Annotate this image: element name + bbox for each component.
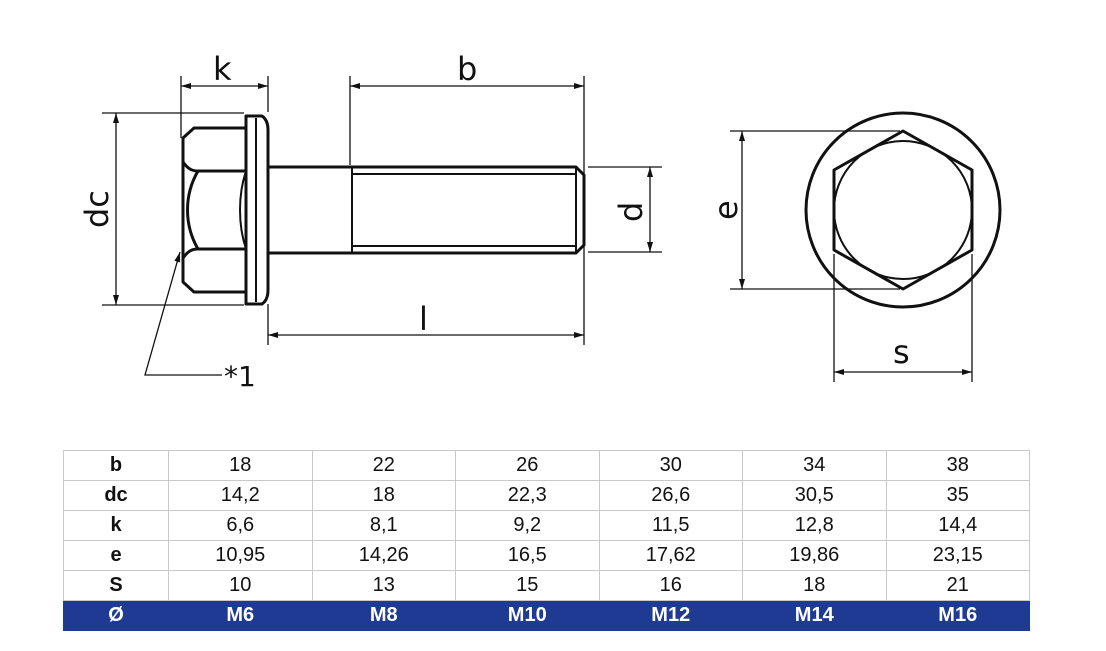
row-label: S bbox=[63, 570, 169, 601]
table-cell: 34 bbox=[742, 450, 887, 481]
table-cell: 23,15 bbox=[885, 540, 1030, 571]
table-cell: M10 bbox=[455, 600, 600, 631]
flange-outline bbox=[244, 114, 270, 306]
table-cell: 14,2 bbox=[168, 480, 313, 511]
table-cell: 16,5 bbox=[455, 540, 600, 571]
table-cell: 26,6 bbox=[598, 480, 743, 511]
technical-drawing: k b l dc d *1 e s bbox=[78, 50, 1002, 393]
label-b: b bbox=[457, 50, 477, 88]
row-label: dc bbox=[63, 480, 169, 511]
extension-lines bbox=[102, 76, 662, 345]
table-cell: 16 bbox=[598, 570, 743, 601]
hex-head-curve-left bbox=[186, 170, 200, 250]
note-leader-line bbox=[144, 251, 222, 376]
table-cell: 13 bbox=[311, 570, 456, 601]
table-cell: 15 bbox=[455, 570, 600, 601]
bolt-side-view bbox=[181, 114, 586, 306]
table-cell: 30,5 bbox=[742, 480, 887, 511]
row-label: b bbox=[63, 450, 169, 481]
row-label: Ø bbox=[63, 600, 169, 631]
hex-head-face-top bbox=[181, 161, 246, 173]
label-k: k bbox=[213, 50, 232, 88]
table-cell: 9,2 bbox=[455, 510, 600, 541]
label-dc: dc bbox=[78, 190, 116, 228]
table-cell: M14 bbox=[742, 600, 887, 631]
bolt-top-view bbox=[804, 111, 1002, 309]
table-cell: 18 bbox=[311, 480, 456, 511]
table-cell: 12,8 bbox=[742, 510, 887, 541]
hexagon-outline bbox=[832, 129, 974, 291]
top-view-extension-lines bbox=[730, 130, 973, 382]
table-cell: 11,5 bbox=[598, 510, 743, 541]
table-cell: 8,1 bbox=[311, 510, 456, 541]
table-cell: 22 bbox=[311, 450, 456, 481]
table-cell: 18 bbox=[742, 570, 887, 601]
hex-head-curve-right bbox=[239, 170, 247, 250]
table-cell: 30 bbox=[598, 450, 743, 481]
table-cell: 19,86 bbox=[742, 540, 887, 571]
table-cell: 35 bbox=[885, 480, 1030, 511]
label-note: *1 bbox=[224, 360, 256, 393]
table-cell: 6,6 bbox=[168, 510, 313, 541]
label-l: l bbox=[419, 300, 428, 338]
row-label: e bbox=[63, 540, 169, 571]
top-view-dimension-lines bbox=[739, 131, 972, 375]
label-e: e bbox=[707, 200, 745, 220]
table-cell: M8 bbox=[311, 600, 456, 631]
dimension-lines bbox=[113, 83, 653, 376]
table-cell: 22,3 bbox=[455, 480, 600, 511]
flange-circle bbox=[804, 111, 1002, 309]
table-cell: 38 bbox=[885, 450, 1030, 481]
table-cell: 10 bbox=[168, 570, 313, 601]
table-cell: 26 bbox=[455, 450, 600, 481]
hex-head-face-bottom bbox=[181, 247, 246, 259]
table-cell: M6 bbox=[168, 600, 313, 631]
table-cell: M16 bbox=[885, 600, 1030, 631]
table-cell: 10,95 bbox=[168, 540, 313, 571]
label-d: d bbox=[612, 202, 650, 222]
table-cell: 14,26 bbox=[311, 540, 456, 571]
table-cell: M12 bbox=[598, 600, 743, 631]
table-cell: 18 bbox=[168, 450, 313, 481]
table-cell: 21 bbox=[885, 570, 1030, 601]
row-label: k bbox=[63, 510, 169, 541]
shank-outline bbox=[268, 165, 586, 255]
hex-head-outline bbox=[181, 126, 248, 294]
table-cell: 14,4 bbox=[885, 510, 1030, 541]
inner-circle bbox=[833, 140, 973, 280]
label-s: s bbox=[893, 333, 910, 371]
table-cell: 17,62 bbox=[598, 540, 743, 571]
